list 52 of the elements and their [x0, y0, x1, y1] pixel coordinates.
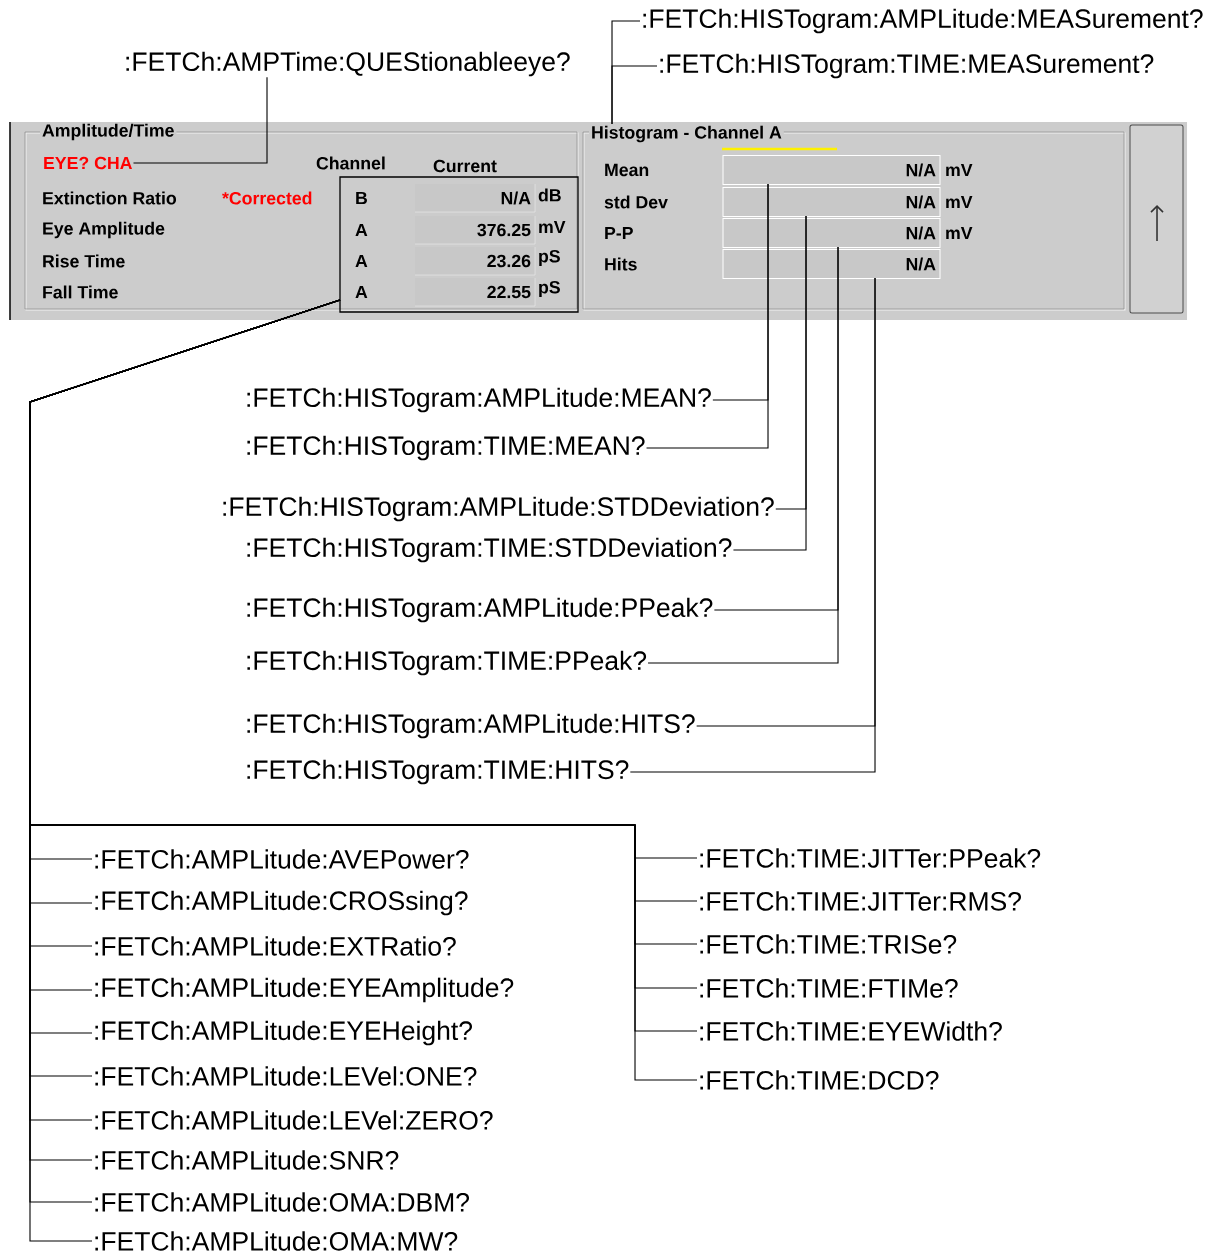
command-text: :FETCh:AMPTime:QUEStionableeye? [126, 51, 570, 77]
command-text: :FETCh:AMPLitude:CROSsing? [95, 890, 468, 916]
command-text: :FETCh:AMPLitude:EYEAmplitude? [95, 977, 514, 1003]
command-text: :FETCh:AMPLitude:AVEPower? [95, 849, 469, 869]
row-label: Mean [605, 163, 649, 177]
value-table: B N/A dB A 376.25 mV A 23.26 pS A 22.55 pS [339, 176, 579, 313]
command-text: :FETCh:HISTogram:AMPLitude:HITS? [247, 713, 695, 739]
command-text: :FETCh:HISTogram:TIME:MEAN? [247, 435, 645, 461]
leader-line [732, 215, 807, 551]
command-text: :FETCh:AMPLitude:OMA:DBM? [95, 1192, 469, 1212]
command-text: :FETCh:AMPLitude:EXTRatio? [95, 936, 456, 956]
command-text: :FETCh:AMPLitude:LEVel:ONE? [95, 1066, 477, 1086]
leader-line [132, 76, 268, 164]
column-header: Channel [316, 156, 385, 170]
command-text: :FETCh:AMPLitude:OMA:MW? [95, 1231, 458, 1251]
value-field: N/A [722, 218, 941, 248]
command-text: :FETCh:AMPLitude:SNR? [95, 1150, 399, 1170]
command-text: :FETCh:HISTogram:AMPLitude:STDDeviation? [223, 496, 774, 522]
note-text: *Corrected [222, 191, 312, 205]
command-text: :FETCh:HISTogram:TIME:MEASurement? [660, 53, 1154, 79]
command-text: :FETCh:AMPLitude:EYEHeight? [95, 1020, 472, 1046]
leader-line [647, 246, 839, 664]
command-text: :FETCh:HISTogram:TIME:STDDeviation? [247, 537, 732, 563]
leader-line [629, 277, 876, 773]
command-text: :FETCh:HISTogram:AMPLitude:MEASurement? [643, 8, 1203, 34]
unit-text: mV [946, 195, 973, 209]
command-text: :FETCh:HISTogram:AMPLitude:MEAN? [247, 387, 711, 413]
value-field: N/A [722, 187, 941, 217]
value-field: N/A [722, 249, 941, 279]
row-label: std Dev [604, 195, 668, 209]
row-label: Rise Time [43, 254, 125, 268]
command-text: :FETCh:TIME:DCD? [700, 1070, 939, 1090]
leader-line [611, 65, 658, 125]
command-text: :FETCh:TIME:JITTer:PPeak? [700, 848, 1041, 868]
row-label: Fall Time [43, 285, 118, 299]
command-text: :FETCh:TIME:EYEWidth? [700, 1021, 1002, 1041]
status-text: EYE? CHA [44, 156, 132, 170]
command-text: :FETCh:HISTogram:TIME:PPeak? [247, 650, 647, 676]
command-text: :FETCh:AMPLitude:LEVel:ZERO? [95, 1110, 493, 1130]
row-label: Hits [605, 257, 637, 271]
leader-line [646, 183, 769, 449]
unit-text: mV [946, 163, 973, 177]
command-text: :FETCh:TIME:JITTer:RMS? [700, 891, 1021, 911]
command-text: :FETCh:TIME:FTIMe? [700, 978, 958, 998]
command-text: :FETCh:HISTogram:TIME:HITS? [247, 759, 629, 785]
row-label: Eye Amplitude [43, 221, 165, 239]
value-field: N/A [722, 155, 941, 185]
command-text: :FETCh:TIME:TRISe? [700, 934, 957, 954]
row-label: P-P [605, 226, 633, 240]
unit-text: mV [946, 226, 973, 240]
command-text: :FETCh:HISTogram:AMPLitude:PPeak? [247, 597, 713, 623]
row-label: Extinction Ratio [43, 191, 177, 205]
